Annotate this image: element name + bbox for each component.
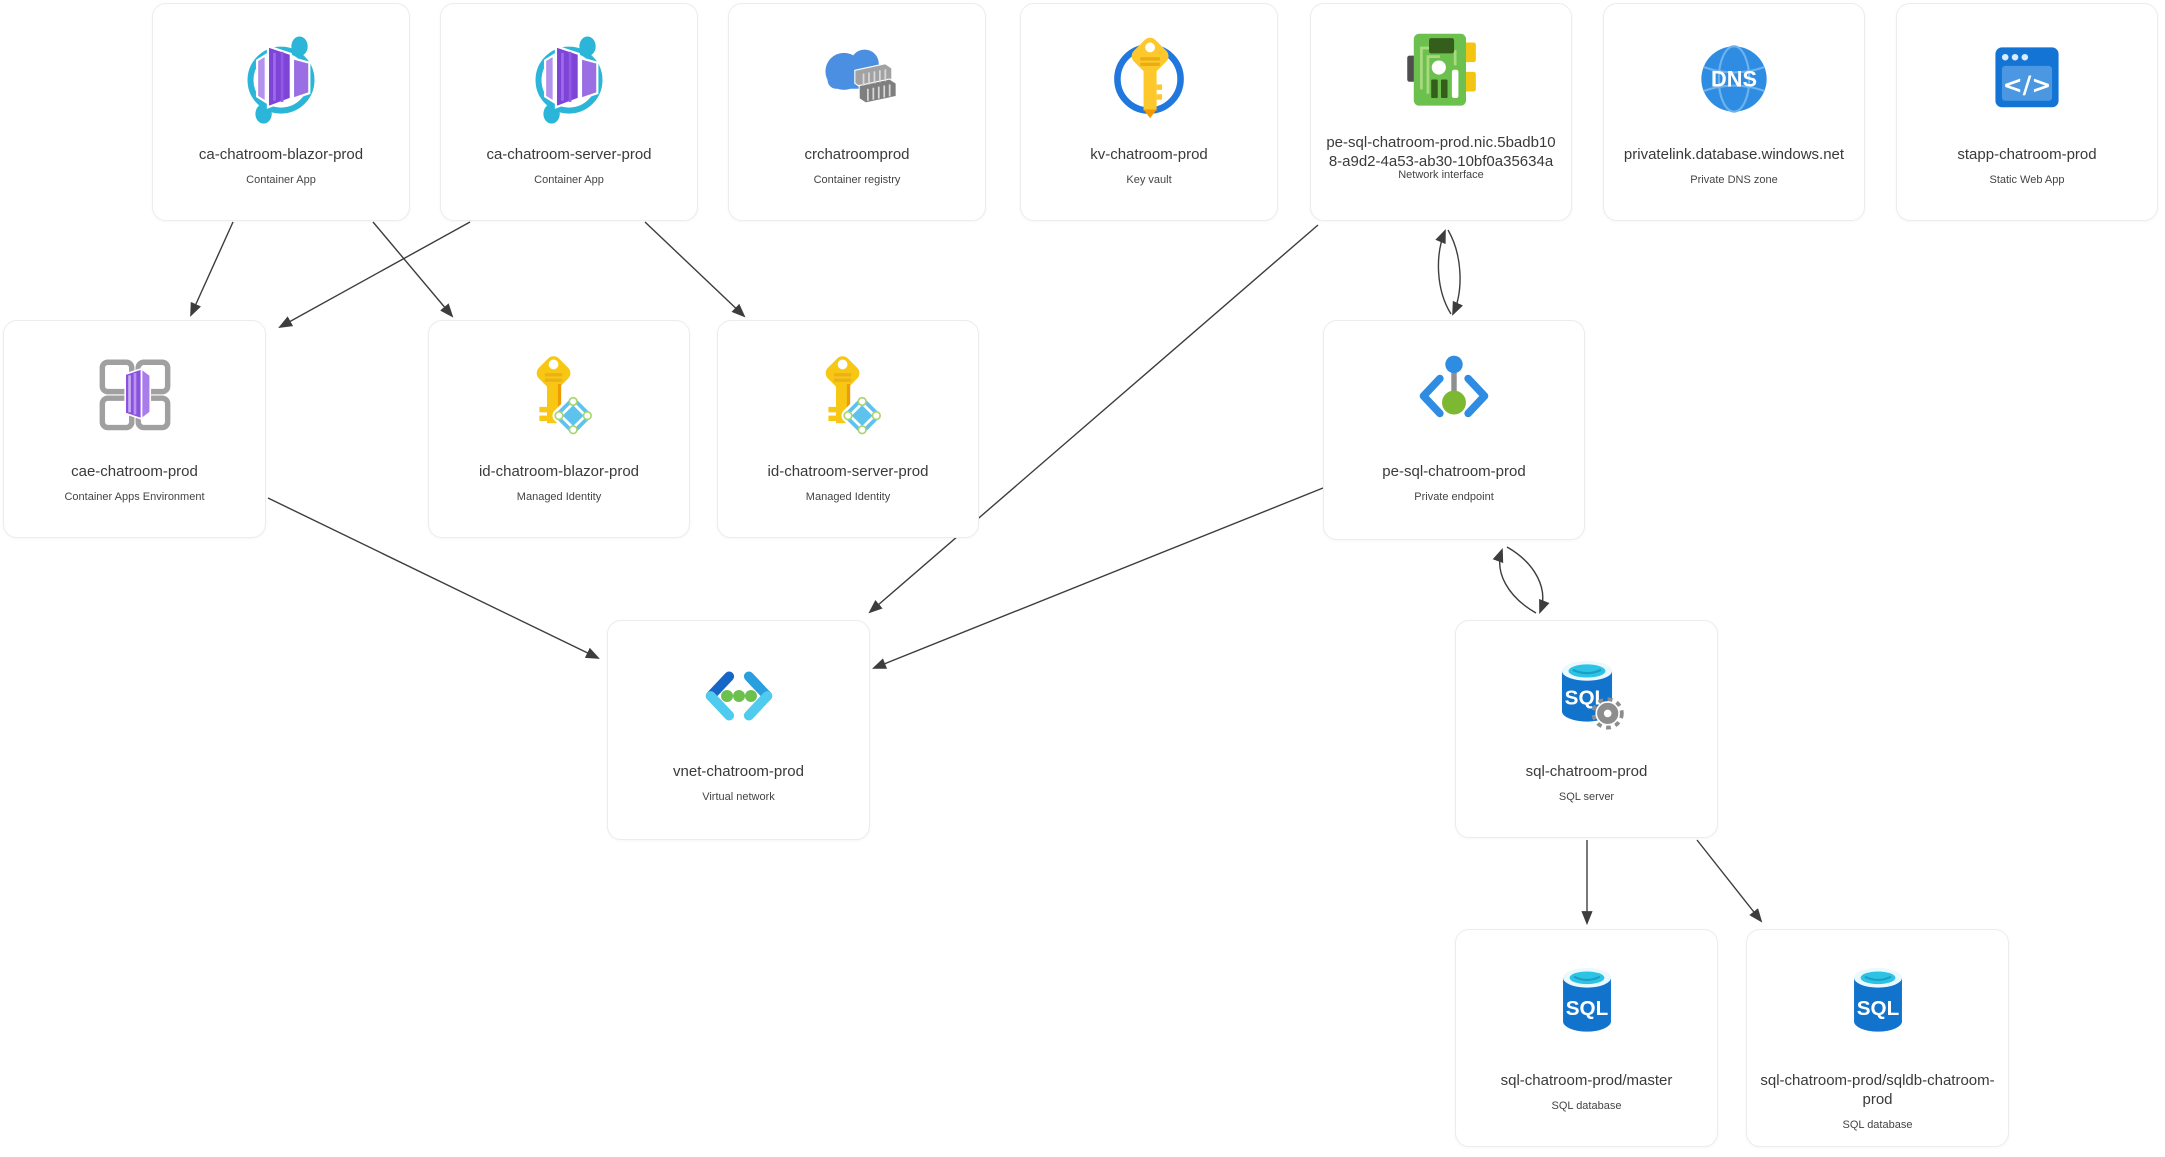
container-apps-environment-icon [86, 343, 184, 449]
resource-name: sql-chatroom-prod/sqldb-chatroom-prod [1760, 1072, 1995, 1108]
svg-text:</>: </> [2003, 71, 2052, 99]
edge-sql-chatroom-prod-to-pe-sql-chatroom-prod [1492, 548, 1537, 614]
resource-card-sql-chatroom-prod-sqldb-chatroom-prod[interactable]: SQL sql-chatroom-prod/sqldb-chatroom-pro… [1746, 929, 2009, 1147]
resource-type: SQL database [1842, 1118, 1913, 1131]
resource-type: Private endpoint [1414, 490, 1494, 503]
private-dns-zone-icon: DNS [1685, 26, 1783, 132]
edge-ca-chatroom-server-prod-to-cae-chatroom-prod [278, 221, 471, 329]
resource-card-privatelink-database-windows-net[interactable]: DNS privatelink.database.windows.net Pri… [1603, 3, 1865, 221]
resource-name: sql-chatroom-prod [1525, 763, 1648, 780]
svg-text:DNS: DNS [1711, 67, 1757, 92]
resource-card-cae-chatroom-prod[interactable]: cae-chatroom-prod Container Apps Environ… [3, 320, 266, 538]
static-web-app-icon: </> [1978, 26, 2076, 132]
container-registry-icon [808, 26, 906, 132]
network-interface-icon [1392, 20, 1490, 126]
edge-ca-chatroom-blazor-prod-to-cae-chatroom-prod [190, 221, 234, 317]
resource-card-sql-chatroom-prod-master[interactable]: SQL sql-chatroom-prod/master SQL databas… [1455, 929, 1718, 1147]
resource-card-stapp-chatroom-prod[interactable]: </> stapp-chatroom-prod Static Web App [1896, 3, 2158, 221]
managed-identity-icon [510, 343, 608, 449]
resource-type: Container registry [813, 173, 901, 186]
resource-name: id-chatroom-server-prod [767, 463, 929, 480]
resource-name: ca-chatroom-server-prod [486, 146, 652, 163]
resource-card-ca-chatroom-blazor-prod[interactable]: ca-chatroom-blazor-prod Container App [152, 3, 410, 221]
container-app-icon [520, 26, 618, 132]
resource-type: Managed Identity [805, 490, 891, 503]
resource-name: id-chatroom-blazor-prod [478, 463, 640, 480]
edge-pe-sql-chatroom-prod-nic-to-pe-sql-chatroom-prod [1447, 229, 1464, 316]
sql-server-icon: SQL [1538, 643, 1636, 749]
svg-text:SQL: SQL [1856, 997, 1899, 1020]
edge-ca-chatroom-blazor-prod-to-id-chatroom-blazor-prod [372, 221, 454, 318]
resource-type: Network interface [1398, 168, 1484, 181]
resource-card-vnet-chatroom-prod[interactable]: vnet-chatroom-prod Virtual network [607, 620, 870, 840]
managed-identity-icon [799, 343, 897, 449]
resource-type: Container Apps Environment [64, 490, 205, 503]
edge-sql-chatroom-prod-to-sql-chatroom-prod-sqldb-chatroom-prod [1696, 839, 1763, 923]
resource-name: pe-sql-chatroom-prod.nic.5badb108-a9d2-4… [1326, 134, 1556, 170]
resource-card-pe-sql-chatroom-prod-nic[interactable]: pe-sql-chatroom-prod.nic.5badb108-a9d2-4… [1310, 3, 1572, 221]
private-endpoint-icon [1405, 343, 1503, 449]
resource-card-sql-chatroom-prod[interactable]: SQL sql-chatroom-prod SQL server [1455, 620, 1718, 838]
resource-card-ca-chatroom-server-prod[interactable]: ca-chatroom-server-prod Container App [440, 3, 698, 221]
resource-name: kv-chatroom-prod [1090, 146, 1208, 163]
key-vault-icon [1100, 26, 1198, 132]
resource-name: pe-sql-chatroom-prod [1382, 463, 1526, 480]
resource-name: stapp-chatroom-prod [1957, 146, 2097, 163]
resource-name: vnet-chatroom-prod [673, 763, 804, 780]
resource-name: privatelink.database.windows.net [1623, 146, 1845, 163]
resource-name: ca-chatroom-blazor-prod [198, 146, 364, 163]
resource-card-id-chatroom-blazor-prod[interactable]: id-chatroom-blazor-prod Managed Identity [428, 320, 690, 538]
resource-card-id-chatroom-server-prod[interactable]: id-chatroom-server-prod Managed Identity [717, 320, 979, 538]
resource-name: cae-chatroom-prod [71, 463, 198, 480]
sql-database-icon: SQL [1538, 952, 1636, 1058]
resource-card-pe-sql-chatroom-prod[interactable]: pe-sql-chatroom-prod Private endpoint [1323, 320, 1585, 540]
container-app-icon [232, 26, 330, 132]
svg-text:SQL: SQL [1565, 997, 1608, 1020]
resource-name: sql-chatroom-prod/master [1500, 1072, 1673, 1089]
resource-type: Static Web App [1989, 173, 2065, 186]
edge-ca-chatroom-server-prod-to-id-chatroom-server-prod [644, 221, 746, 318]
edge-pe-sql-chatroom-prod-to-sql-chatroom-prod [1506, 546, 1550, 614]
virtual-network-icon [690, 643, 788, 749]
svg-text:SQL: SQL [1564, 687, 1607, 710]
resource-type: Container App [534, 173, 604, 186]
resource-type: SQL server [1558, 790, 1615, 803]
resource-type: Key vault [1126, 173, 1172, 186]
resource-card-crchatroomprod[interactable]: crchatroomprod Container registry [728, 3, 986, 221]
resource-card-kv-chatroom-prod[interactable]: kv-chatroom-prod Key vault [1020, 3, 1278, 221]
resource-type: Managed Identity [516, 490, 602, 503]
edge-pe-sql-chatroom-prod-to-pe-sql-chatroom-prod-nic [1435, 229, 1452, 315]
resource-type: Private DNS zone [1690, 173, 1778, 186]
resource-type: Virtual network [702, 790, 775, 803]
resource-name: crchatroomprod [804, 146, 910, 163]
resource-type: Container App [246, 173, 316, 186]
resource-type: SQL database [1551, 1099, 1622, 1112]
sql-database-icon: SQL [1829, 952, 1927, 1058]
